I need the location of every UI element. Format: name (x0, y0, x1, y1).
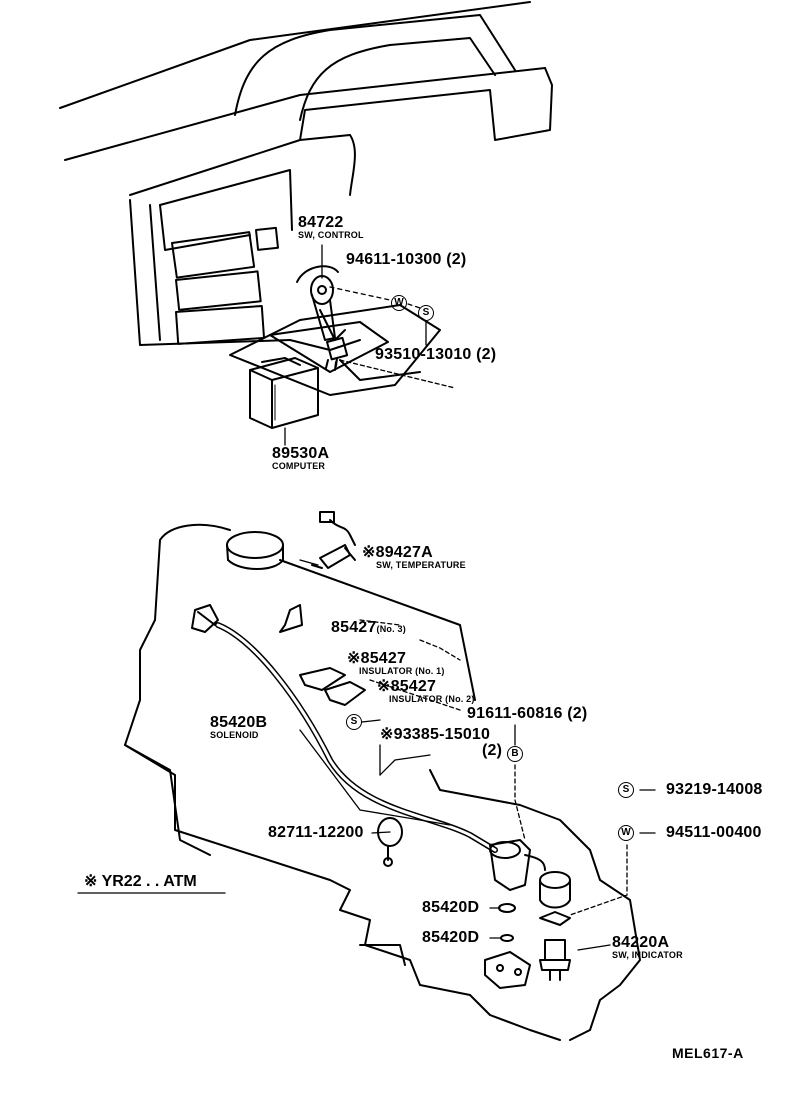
marker-s-top: S (418, 305, 434, 321)
brackets-shape (279, 604, 403, 867)
star-mark: ※ (380, 726, 394, 743)
part-89427A: ※89427A SW, TEMPERATURE (362, 544, 466, 570)
part-85427-insulator1: ※85427 INSULATOR (No. 1) (347, 650, 445, 676)
marker-s-legend: S (618, 782, 634, 798)
leaders-top (284, 244, 456, 446)
star-mark: ※ (377, 678, 391, 695)
dashboard-outline (59, 1, 553, 396)
part-82711: 82711-12200 (268, 824, 364, 841)
marker-b-mid: B (507, 746, 523, 762)
marker-s-mid: S (346, 714, 362, 730)
control-switch-shape (296, 265, 349, 371)
legend-note: ※ YR22 . . ATM (84, 873, 197, 890)
part-85427-no3: 85427(No. 3) (331, 619, 406, 636)
tank-outline (124, 523, 641, 1041)
part-85420D-lower: 85420D (422, 929, 480, 946)
part-93219: 93219-14008 (666, 781, 763, 798)
computer-box-shape (249, 357, 319, 429)
part-93510: 93510-13010 (2) (375, 346, 497, 363)
part-89530A: 89530A COMPUTER (272, 445, 330, 471)
leaders-bottom (299, 559, 656, 951)
solenoid-hose (191, 604, 498, 853)
marker-w-legend: W (618, 825, 634, 841)
star-mark: ※ (84, 873, 98, 890)
marker-w-top: W (391, 295, 407, 311)
part-94611: 94611-10300 (2) (346, 251, 467, 268)
part-85427-insulator2: ※85427 INSULATOR (No. 2) (377, 678, 475, 704)
star-mark: ※ (362, 544, 376, 561)
solenoid-body-shape (484, 839, 571, 989)
part-85420B: 85420B SOLENOID (210, 714, 268, 740)
temperature-switch-shape (311, 511, 356, 569)
drawing-code: MEL617-A (672, 1045, 744, 1061)
part-84722: 84722 SW, CONTROL (298, 214, 364, 240)
star-mark: ※ (347, 650, 361, 667)
part-93385: ※93385-15010 (2) (380, 726, 503, 759)
part-94511: 94511-00400 (666, 824, 762, 841)
part-91611: 91611-60816 (2) (467, 705, 588, 722)
part-85420D-upper: 85420D (422, 899, 480, 916)
part-84220A: 84220A SW, INDICATOR (612, 934, 683, 960)
